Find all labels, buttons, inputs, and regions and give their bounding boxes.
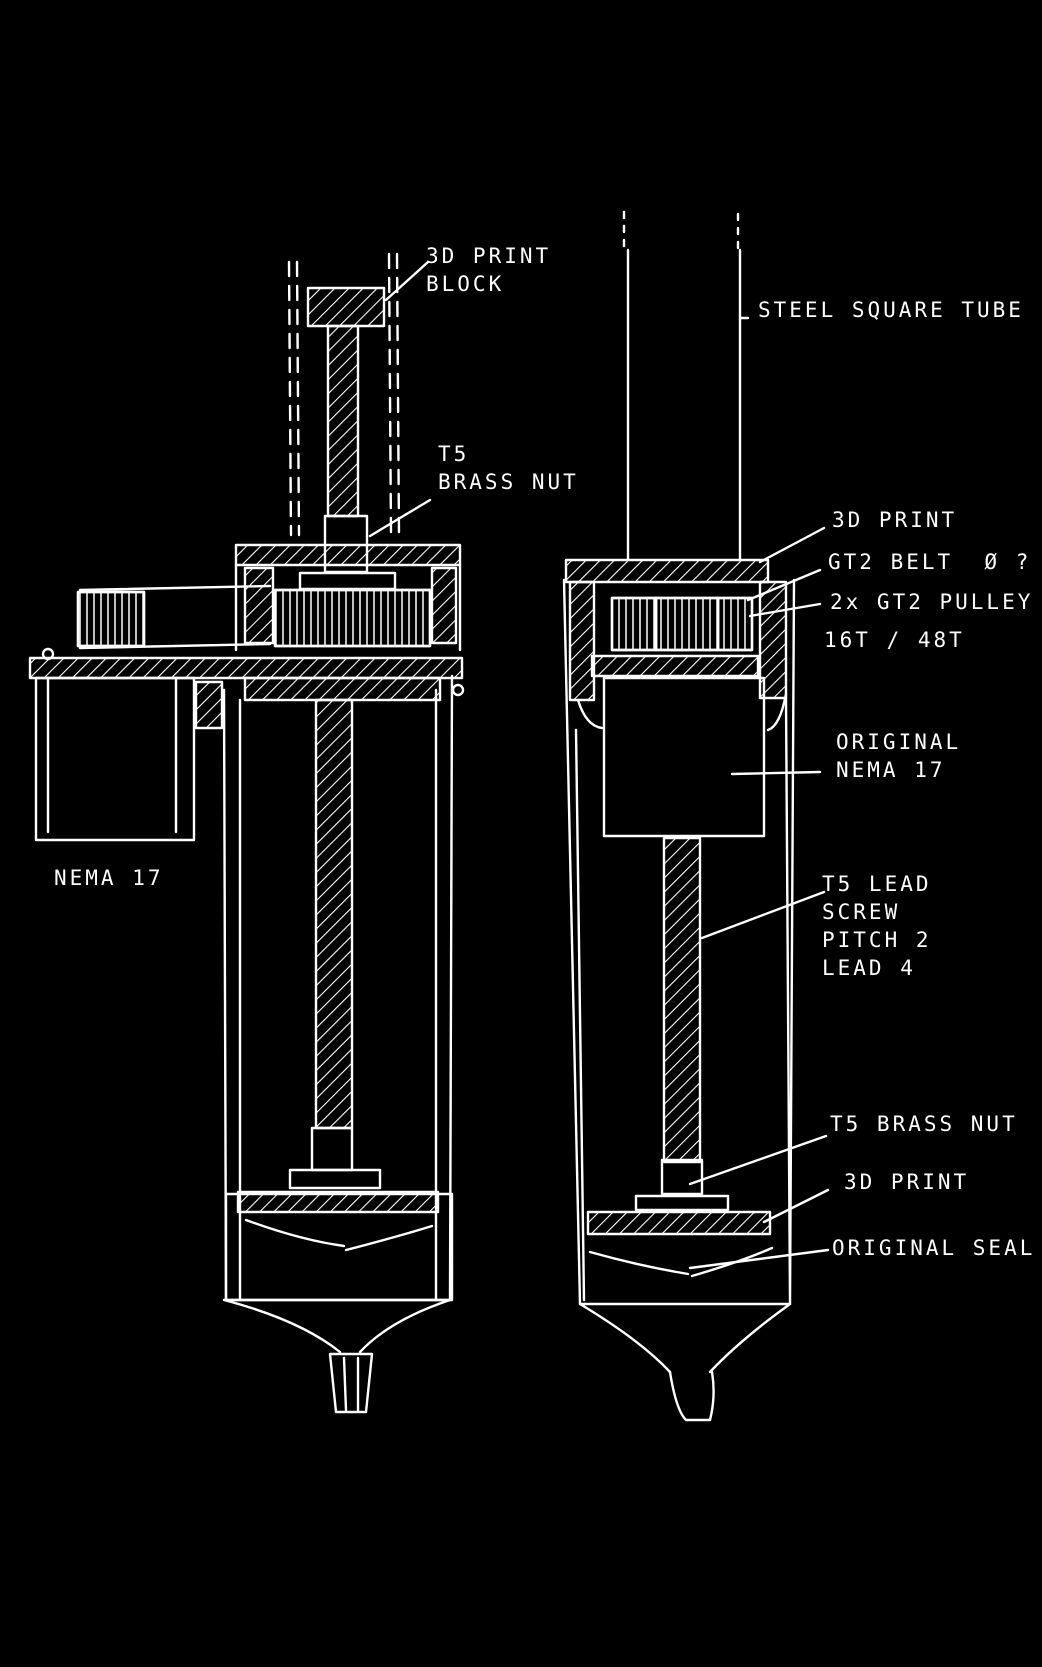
label-gt2-pulley: 2x GT2 PULLEY [830, 590, 1034, 614]
right-body-tube [562, 578, 796, 1306]
right-pulley-a [610, 596, 658, 652]
label-gt2-belt: GT2 BELT Ø ? [828, 550, 1032, 574]
right-dashed-tops [622, 210, 740, 250]
right-lead-screw [662, 836, 702, 1164]
left-upper-screw [326, 324, 360, 518]
label-3d-print-right-bottom: 3D PRINT [844, 1170, 970, 1194]
left-dashed-rails [287, 252, 401, 537]
left-body-tube [222, 674, 454, 1302]
label-3d-print-right-top: 3D PRINT [832, 508, 958, 532]
right-nozzle [668, 1370, 715, 1422]
left-belt [78, 584, 272, 650]
left-small-pulley [76, 590, 146, 648]
label-pulley-teeth: 16T / 48T [824, 628, 965, 652]
right-pulley-b [654, 596, 720, 652]
left-cone [222, 1298, 452, 1354]
label-original-seal: ORIGINAL SEAL [832, 1236, 1036, 1260]
right-motor-plate [590, 654, 760, 678]
left-nozzle [328, 1352, 374, 1414]
left-print-block [306, 286, 386, 328]
left-large-pulley [273, 588, 432, 648]
left-lead-screw [314, 698, 354, 1130]
label-steel-square-tube: STEEL SQUARE TUBE [758, 298, 1024, 322]
right-cone [578, 1302, 792, 1374]
right-assembly [562, 210, 830, 1422]
label-nema-17-left: NEMA 17 [54, 866, 164, 890]
right-print-cap [564, 558, 770, 584]
left-motor-plate [28, 656, 464, 680]
right-pulley-c [716, 596, 754, 652]
left-lower-nut [310, 1126, 354, 1172]
label-print-block: 3D PRINT BLOCK [426, 244, 552, 296]
right-piston [586, 1210, 772, 1236]
label-original-nema-17: ORIGINAL NEMA 17 [836, 730, 962, 782]
label-t5-brass-nut-right: T5 BRASS NUT [830, 1112, 1018, 1136]
label-t5-lead-screw: T5 LEAD SCREW PITCH 2 LEAD 4 [822, 872, 932, 980]
right-steel-tube [626, 248, 742, 562]
left-assembly [28, 252, 465, 1414]
right-lower-nut [660, 1158, 704, 1196]
right-nema-motor [602, 676, 766, 838]
left-nema-motor [34, 676, 196, 842]
left-piston [236, 1190, 440, 1214]
label-t5-brass-nut-left: T5 BRASS NUT [438, 442, 579, 494]
